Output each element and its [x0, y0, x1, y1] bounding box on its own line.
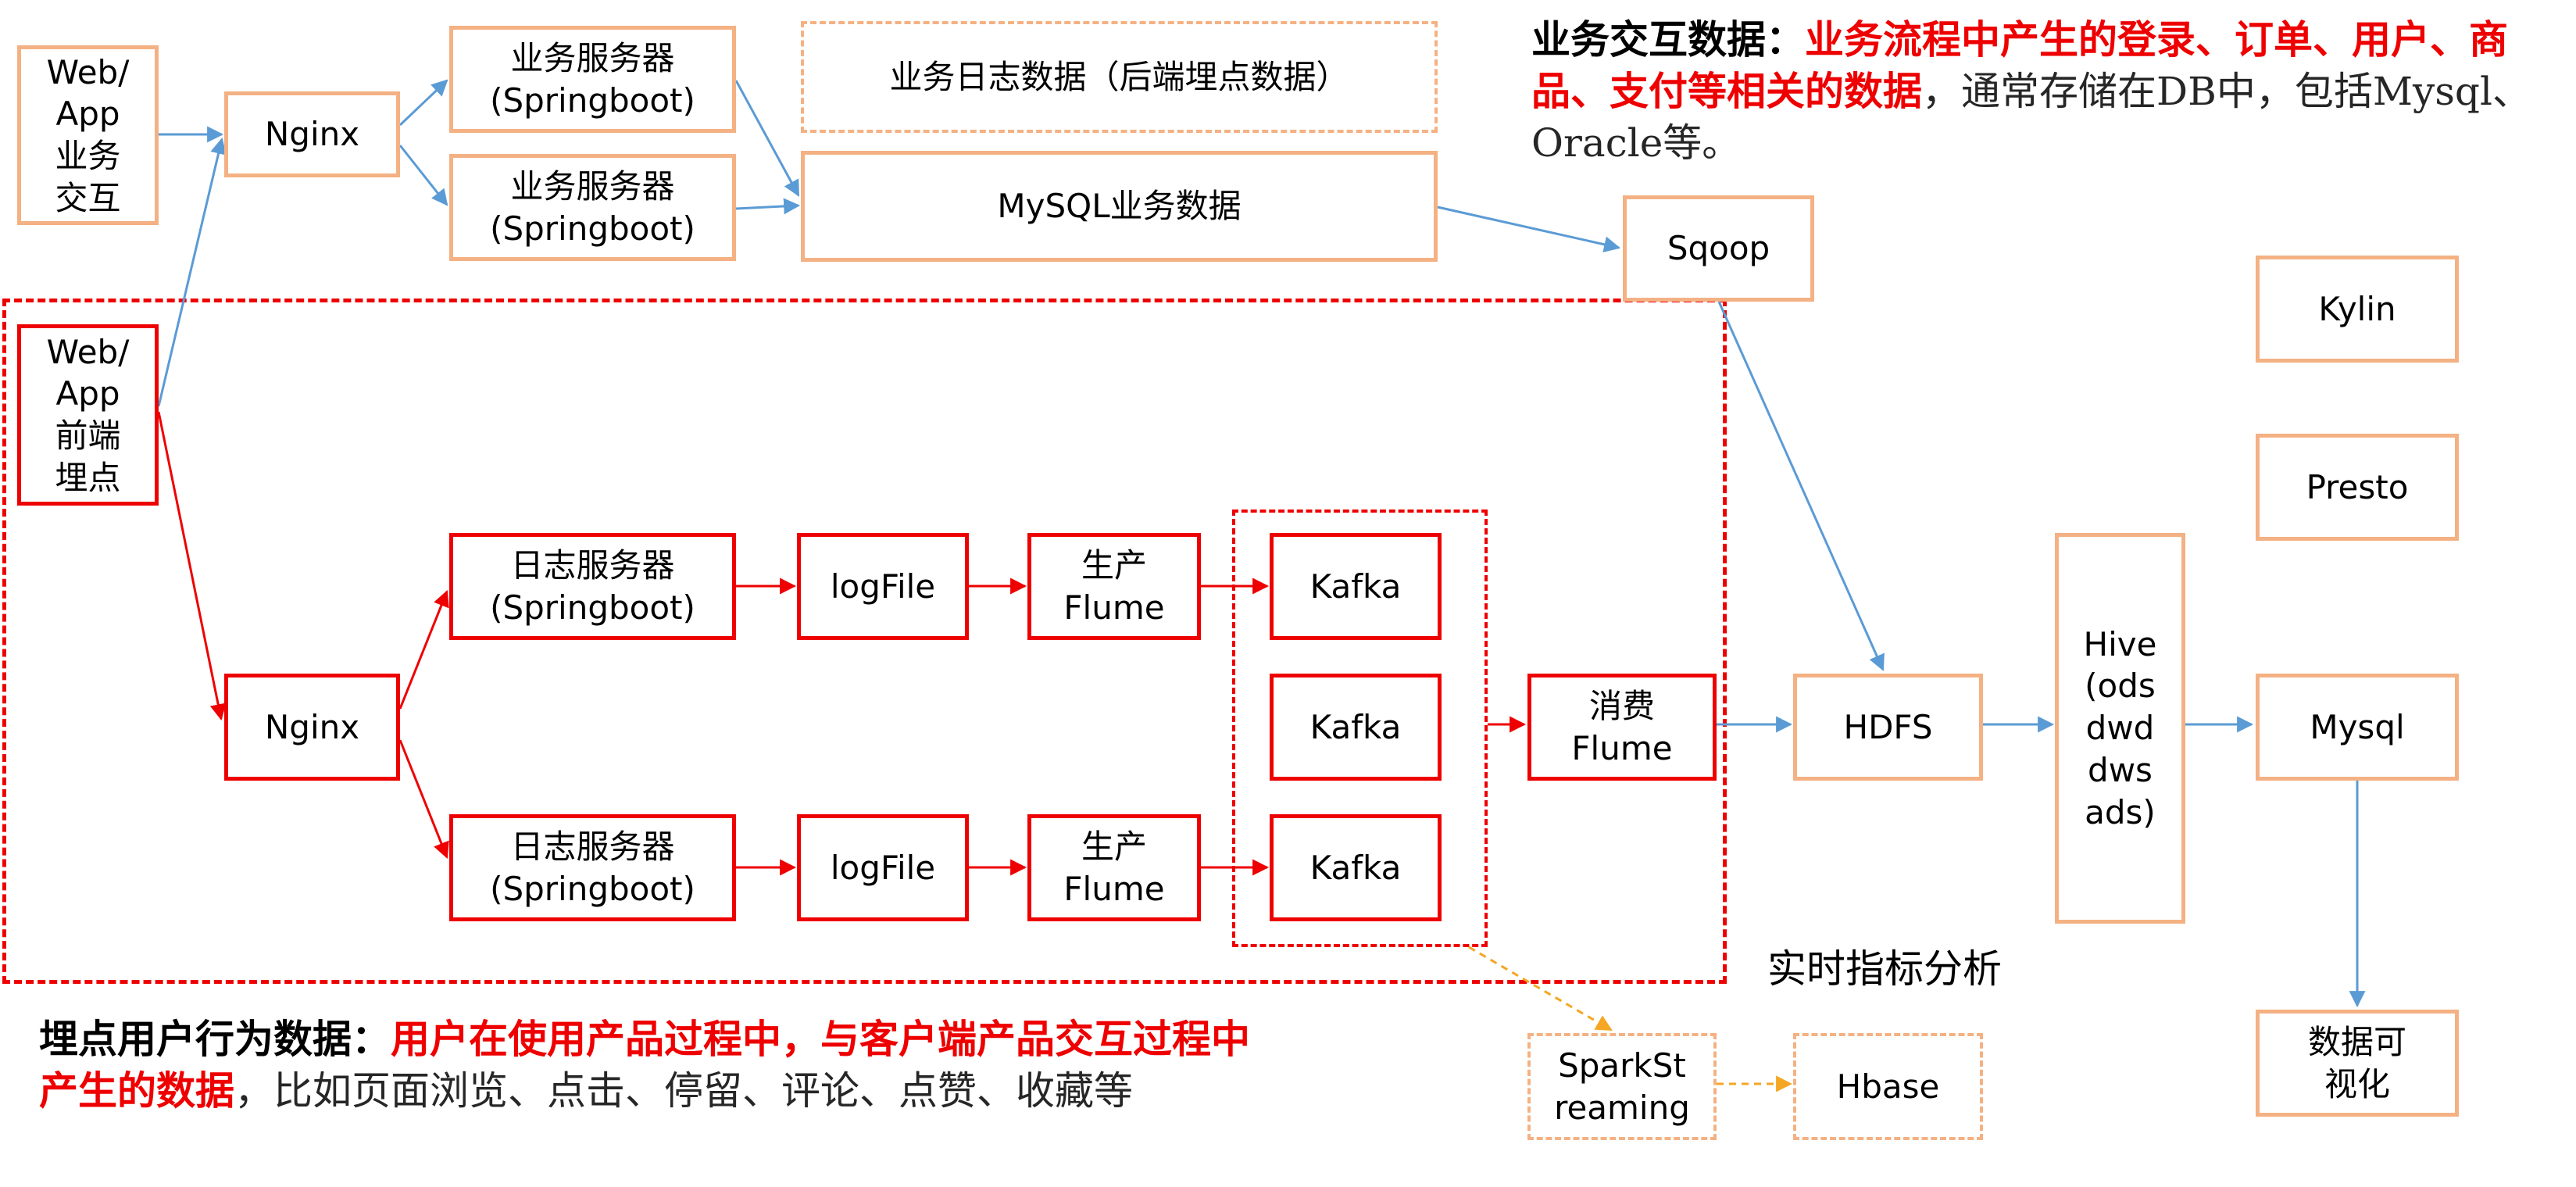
- arrow-server-1-to-mysql: [734, 80, 800, 197]
- kafka-3-node: Kafka: [1270, 814, 1442, 921]
- hbase-node: Hbase: [1793, 1033, 1983, 1140]
- produce-flume-1-node: 生产 Flume: [1027, 533, 1201, 640]
- business-data-note: 业务交互数据：业务流程中产生的登录、订单、用户、商品、支付等相关的数据，通常存储…: [1531, 14, 2555, 169]
- web-app-interaction-node: Web/ App 业务 交互: [17, 45, 159, 225]
- web-app-frontend-tracking-node: Web/ App 前端 埋点: [17, 324, 159, 506]
- kafka-1-node: Kafka: [1270, 533, 1442, 640]
- spark-streaming-node: SparkSt reaming: [1527, 1033, 1717, 1140]
- arrow-nginx-to-log-server-1: [398, 590, 449, 710]
- business-note-rest: ，通常存储在DB中，包括Mysql、Oracle等。: [1531, 69, 2531, 166]
- arrow-sqoop-to-hdfs: [1717, 301, 1885, 671]
- hive-node: Hive (ods dwd dws ads): [2055, 533, 2185, 924]
- log-server-2-node: 日志服务器 (Springboot): [449, 814, 736, 921]
- business-note-highlight: 业务流程中产生的登录、订单、用户、商品、支付等相关的数据: [1531, 16, 2508, 114]
- kafka-2-node: Kafka: [1270, 674, 1442, 781]
- arrow-nginx-to-server-2: [398, 145, 448, 206]
- logfile-1-node: logFile: [797, 533, 969, 640]
- business-note-title: 业务交互数据：: [1531, 16, 1805, 63]
- tracking-note-highlight: 用户在使用产品过程中，与客户端产品交互过程中产生的数据: [39, 1016, 1250, 1114]
- kylin-node: Kylin: [2256, 256, 2459, 363]
- nginx-top-node: Nginx: [224, 91, 400, 177]
- nginx-bottom-node: Nginx: [224, 674, 400, 781]
- mysql-result-node: Mysql: [2256, 674, 2459, 781]
- arrow-frontend-to-nginx-bottom: [157, 411, 227, 721]
- frontend-tracking-region: [2, 299, 1727, 984]
- produce-flume-2-node: 生产 Flume: [1027, 814, 1201, 921]
- tracking-note-title: 埋点用户行为数据：: [39, 1016, 391, 1062]
- arrow-kafka-to-spark: [1468, 946, 1613, 1031]
- biz-log-data-node: 业务日志数据（后端埋点数据）: [801, 21, 1438, 133]
- log-server-1-node: 日志服务器 (Springboot): [449, 533, 736, 640]
- realtime-analysis-label: 实时指标分析: [1767, 946, 2002, 992]
- sqoop-node: Sqoop: [1623, 195, 1814, 302]
- arrow-frontend-to-nginx-top: [157, 137, 227, 407]
- tracking-data-note: 埋点用户行为数据：用户在使用产品过程中，与客户端产品交互过程中产生的数据，比如页…: [39, 1014, 1281, 1117]
- data-visualization-node: 数据可 视化: [2256, 1010, 2459, 1117]
- tracking-note-rest: ，比如页面浏览、点击、停留、评论、点赞、收藏等: [234, 1068, 1133, 1114]
- arrow-mysql-to-sqoop: [1437, 206, 1621, 253]
- arrow-nginx-to-log-server-2: [398, 739, 449, 859]
- biz-server-1-node: 业务服务器 (Springboot): [449, 26, 736, 133]
- logfile-2-node: logFile: [797, 814, 969, 921]
- biz-server-2-node: 业务服务器 (Springboot): [449, 154, 736, 261]
- arrow-nginx-to-server-1: [398, 79, 448, 127]
- hdfs-node: HDFS: [1793, 674, 1983, 781]
- consume-flume-node: 消费 Flume: [1527, 674, 1717, 781]
- mysql-biz-data-node: MySQL业务数据: [801, 151, 1438, 262]
- kafka-cluster-group: [1232, 509, 1488, 947]
- arrow-server-2-to-mysql: [735, 198, 801, 215]
- presto-node: Presto: [2256, 434, 2459, 541]
